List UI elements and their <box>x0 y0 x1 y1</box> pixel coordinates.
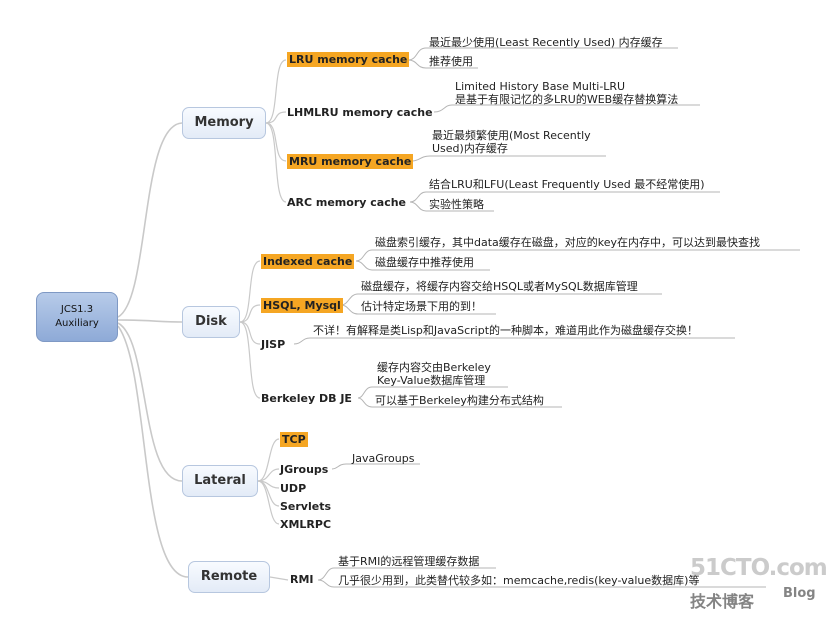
disk-node[interactable]: Disk <box>182 306 240 338</box>
lru-note-2: 推荐使用 <box>429 55 473 68</box>
udp-node[interactable]: UDP <box>280 482 307 495</box>
jisp-node[interactable]: JISP <box>261 338 286 351</box>
hsql-label: HSQL, Mysql <box>261 298 343 313</box>
root-title: JCS1.3 <box>60 304 94 315</box>
jgroups-node[interactable]: JGroups <box>280 463 329 476</box>
rmi-note-2: 几乎很少用到，此类替代较多如：memcache,redis(key-value数… <box>338 574 700 587</box>
lru-label: LRU memory cache <box>287 52 410 67</box>
berkeley-note-1: 缓存内容交由Berkeley <box>377 361 491 374</box>
arc-note-2: 实验性策略 <box>429 198 484 211</box>
root-subtitle: Auxiliary <box>55 318 99 329</box>
lateral-node[interactable]: Lateral <box>182 465 258 497</box>
remote-node[interactable]: Remote <box>188 561 270 593</box>
berkeley-note-2: Key-Value数据库管理 <box>377 374 486 387</box>
watermark-subtitle: 技术博客 <box>690 592 755 611</box>
indexed-note-2: 磁盘缓存中推荐使用 <box>375 256 474 269</box>
berkeley-note-3: 可以基于Berkeley构建分布式结构 <box>375 394 544 407</box>
arc-node[interactable]: ARC memory cache <box>287 196 407 209</box>
mru-label: MRU memory cache <box>287 154 414 169</box>
servlets-node[interactable]: Servlets <box>280 500 332 513</box>
berkeley-node[interactable]: Berkeley DB JE <box>261 392 352 405</box>
mru-node[interactable]: MRU memory cache <box>287 154 414 169</box>
mru-note-2: Used)内存缓存 <box>432 142 508 155</box>
mru-note-1: 最近最频繁使用(Most Recently <box>432 129 591 142</box>
arc-note-1: 结合LRU和LFU(Least Frequently Used 最不经常使用) <box>429 178 705 191</box>
jgroups-note: JavaGroups <box>352 452 415 465</box>
tcp-node[interactable]: TCP <box>280 432 308 447</box>
hsql-note-2: 估计特定场景下用的到！ <box>361 300 482 313</box>
memory-node[interactable]: Memory <box>182 107 266 139</box>
hsql-note-1: 磁盘缓存，将缓存内容交给HSQL或者MySQL数据库管理 <box>361 280 638 293</box>
watermark-blog: Blog <box>783 586 816 601</box>
lhmlru-node[interactable]: LHMLRU memory cache <box>287 106 433 119</box>
hsql-node[interactable]: HSQL, Mysql <box>261 298 343 313</box>
lhmlru-note-2: 是基于有限记忆的多LRU的WEB缓存替换算法 <box>455 93 679 106</box>
indexed-label: Indexed cache <box>261 254 355 269</box>
lru-note-1: 最近最少使用(Least Recently Used) 内存缓存 <box>429 36 663 49</box>
tcp-label: TCP <box>280 432 308 447</box>
rmi-node[interactable]: RMI <box>290 573 314 586</box>
rmi-note-1: 基于RMI的远程管理缓存数据 <box>338 555 480 568</box>
root-node[interactable]: JCS1.3 Auxiliary <box>36 292 118 342</box>
lru-node[interactable]: LRU memory cache <box>287 52 410 67</box>
indexed-node[interactable]: Indexed cache <box>261 254 355 269</box>
watermark-logo: 51CTO.com <box>690 555 828 581</box>
lhmlru-note-1: Limited History Base Multi-LRU <box>455 80 626 93</box>
indexed-note-1: 磁盘索引缓存，其中data缓存在磁盘，对应的key在内存中，可以达到最快查找 <box>375 236 761 249</box>
xmlrpc-node[interactable]: XMLRPC <box>280 518 332 531</box>
jisp-note-1: 不详！有解释是类Lisp和JavaScript的一种脚本，难道用此作为磁盘缓存交… <box>313 324 699 337</box>
